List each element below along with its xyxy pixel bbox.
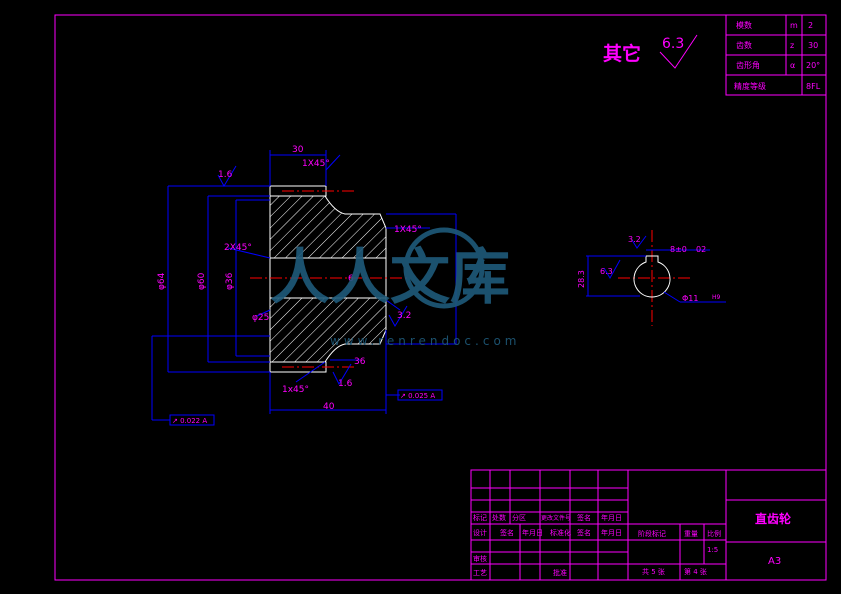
tb-row4-approve: 批准 [553, 568, 567, 577]
keyway-bore [633, 255, 671, 298]
tolerance-frame-left [169, 414, 215, 426]
keyway-view: 3.2 6.3 8±0 02 Φ11 H9 28.3 [577, 235, 726, 303]
tb-row2-date: 年月日 [522, 528, 543, 537]
drawing-title: 直齿轮 [755, 511, 792, 526]
dim-dia-outer: φ64 [157, 272, 167, 290]
watermark-logo-ring [403, 227, 485, 309]
dim-roughness-bottom: 1.6 [338, 379, 353, 389]
param-value-module: 2 [808, 21, 813, 30]
param-value-accuracy: 8FL [806, 82, 821, 91]
tb-sheet-no: 第 4 张 [684, 567, 707, 576]
dim-hatch-label: 6 [348, 274, 354, 284]
keyway-width-tol: 02 [696, 245, 706, 254]
param-value-teeth: 30 [808, 41, 818, 50]
dim-tol-left: ↗ 0.022 A [172, 417, 207, 425]
title-block [470, 469, 827, 581]
param-label-angle: 齿形角 [736, 60, 760, 70]
tb-row2-sign: 签名 [500, 528, 514, 537]
dim-roughness-right: 3.2 [397, 311, 411, 321]
param-symbol-teeth: z [790, 41, 794, 50]
watermark: 人人文库 www.renrendoc.com [270, 227, 520, 348]
tb-header-date: 年月日 [601, 513, 622, 522]
tb-row2-date2: 年月日 [601, 528, 622, 537]
dim-chamfer-mid: 2X45° [224, 243, 252, 253]
dim-key-number: 36 [354, 357, 366, 367]
tb-row2-std: 标准化 [550, 528, 571, 537]
tb-stage-weight: 重量 [684, 530, 698, 538]
dim-roughness-left: 1.6 [218, 170, 233, 180]
param-value-angle: 20° [806, 61, 820, 70]
roughness-note-value: 6.3 [662, 36, 684, 52]
drawing-sheet-size: A3 [768, 556, 781, 567]
keyway-width: 8±0 [670, 245, 687, 254]
roughness-note-label: 其它 [603, 42, 641, 65]
tb-stage-mark: 阶段标记 [638, 529, 666, 538]
watermark-url: www.renrendoc.com [330, 334, 520, 348]
param-symbol-angle: α [790, 61, 795, 70]
tolerance-frame-right [397, 389, 443, 401]
parameter-table [725, 14, 827, 96]
dim-chamfer-top: 1X45° [302, 159, 330, 169]
param-label-teeth: 齿数 [736, 40, 752, 50]
tb-row3-review: 审核 [473, 554, 487, 563]
keyway-depth: 28.3 [577, 270, 586, 288]
keyway-roughness-a: 3.2 [628, 235, 641, 244]
tb-row4-process: 工艺 [473, 569, 487, 577]
param-label-accuracy: 精度等级 [734, 81, 766, 91]
dim-chamfer-bottom: 1x45° [282, 385, 309, 395]
dim-dia-root: φ60 [197, 272, 207, 290]
tb-header-mark: 标记 [473, 513, 487, 522]
dim-chamfer-right: 1X45° [394, 225, 422, 235]
outer-border [54, 14, 827, 581]
tb-row2-sign2: 签名 [577, 528, 591, 537]
gear-hatch-upper [269, 195, 387, 259]
tb-scale-value: 1:5 [707, 546, 718, 554]
tb-header-file: 更改文件号 [541, 514, 571, 522]
watermark-logo-text: 人人文库 [270, 243, 510, 313]
keyway-bore-dia: Φ11 [682, 294, 698, 303]
dim-tol-right: ↗ 0.025 A [400, 392, 435, 400]
keyway-roughness-b: 6.3 [600, 267, 613, 276]
param-symbol-module: m [790, 21, 798, 30]
dim-hub-width: 30 [292, 145, 304, 155]
tb-row2-design: 设计 [473, 528, 487, 537]
dim-face-width: 40 [323, 402, 335, 412]
tb-header-zone: 分区 [512, 513, 526, 522]
tb-header-count: 处数 [492, 513, 506, 522]
tb-sheets-total: 共 5 张 [642, 567, 665, 576]
roughness-symbol [659, 34, 698, 69]
keyway-bore-tol: H9 [712, 294, 721, 301]
tb-stage-scale: 比例 [707, 529, 721, 538]
tb-header-sign: 签名 [577, 513, 591, 522]
param-label-module: 模数 [736, 20, 752, 30]
dim-dia-bore: φ36 [225, 272, 235, 290]
dim-dia-small: φ25 [252, 313, 269, 323]
